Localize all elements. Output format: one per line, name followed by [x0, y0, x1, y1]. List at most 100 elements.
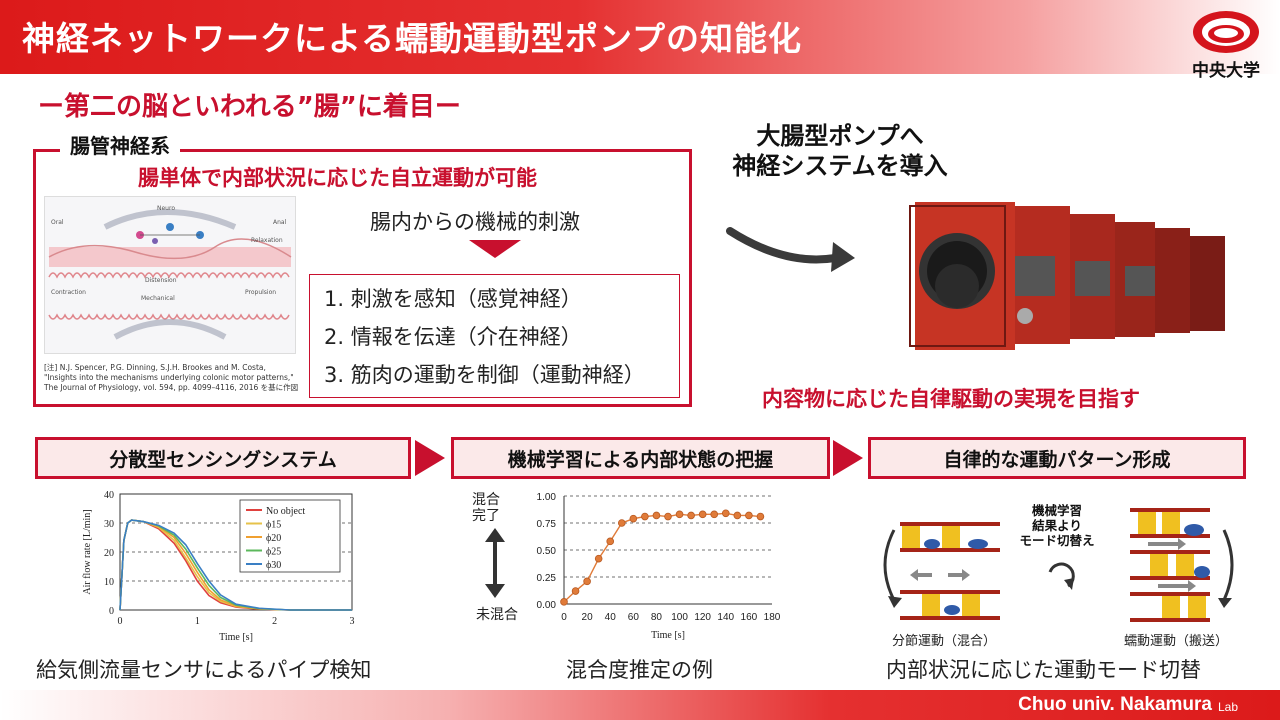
footer-lab-suffix: Lab — [1217, 700, 1238, 714]
peristaltic-pump — [1130, 508, 1210, 622]
x-tick-label: 0 — [561, 612, 567, 623]
y-tick-label: 10 — [104, 577, 114, 588]
data-point — [664, 512, 672, 521]
x-tick-label: 60 — [628, 612, 640, 623]
curved-arrow-icon — [726, 227, 839, 264]
x-axis-label: Time [s] — [651, 630, 685, 641]
chuo-logo-icon — [1193, 11, 1259, 53]
y-tick-label: 30 — [104, 519, 114, 530]
x-tick-label: 80 — [651, 612, 663, 623]
caption-mixing: 混合度推定の例 — [566, 658, 713, 682]
y-tick-label: 0.25 — [537, 573, 557, 584]
x-tick-label: 180 — [764, 612, 781, 623]
footer-bar — [0, 690, 1280, 720]
stage-sensing: 分散型センシングシステム — [35, 437, 411, 479]
step-item: 3. 筋肉の運動を制御（運動神経） — [324, 363, 645, 387]
data-point — [629, 514, 638, 523]
stage-label: 自律的な運動パターン形成 — [943, 448, 1171, 471]
x-tick-label: 20 — [582, 612, 594, 623]
pump-heading-line: 大腸型ポンプへ — [756, 122, 924, 150]
plot-frame — [119, 493, 353, 611]
caption-sensing: 給気側流量センサによるパイプ検知 — [36, 658, 372, 682]
data-point — [721, 509, 730, 518]
series-line — [119, 519, 352, 611]
data-point — [606, 537, 615, 546]
logo-name: 中央大学 — [1192, 61, 1260, 81]
stage-motion: 自律的な運動パターン形成 — [868, 437, 1246, 479]
mode-switch-text: 機械学習 結果より モード切替え — [1012, 503, 1102, 548]
diagram-label-mechanical: Mechanical — [141, 295, 175, 302]
diagram-label-neuro: Neuro — [157, 205, 175, 212]
mixing-label-line: 混合 — [472, 492, 500, 508]
data-point — [756, 512, 765, 521]
y-tick-label: 40 — [104, 490, 114, 501]
segmentation-pump-top — [900, 522, 1000, 552]
legend-entry: No object — [266, 506, 305, 517]
mode-text-line: 機械学習 — [1031, 503, 1082, 518]
y-tick-label: 0.75 — [537, 519, 557, 530]
citation-line: [注] N.J. Spencer, P.G. Dinning, S.J.H. B… — [44, 363, 266, 372]
citation-line: The Journal of Physiology, vol. 594, pp.… — [44, 383, 299, 392]
mode-text-line: モード切替え — [1019, 533, 1095, 548]
subtitle: ー第二の脳といわれる”腸”に着目ー — [38, 92, 461, 122]
footer-lab-name: Chuo univ. Nakamura — [1018, 694, 1212, 715]
series-line — [563, 512, 761, 603]
page-title: 神経ネットワークによる蠕動運動型ポンプの知能化 — [22, 19, 803, 58]
right-arrow-icon — [833, 440, 863, 476]
data-point — [710, 510, 719, 519]
pump-segments — [909, 202, 1225, 350]
y-tick-label: 0.00 — [537, 600, 557, 611]
data-point — [594, 554, 603, 563]
data-point — [675, 510, 684, 519]
peristalsis-label: 蠕動運動（搬送） — [1124, 634, 1229, 649]
title-bar — [0, 0, 1280, 74]
stage-label: 機械学習による内部状態の把握 — [507, 448, 774, 471]
y-tick-label: 20 — [104, 548, 114, 559]
data-point — [698, 510, 707, 519]
stage-label: 分散型センシングシステム — [109, 448, 337, 471]
x-tick-label: 1 — [195, 616, 200, 627]
pump-heading: 大腸型ポンプへ 神経システムを導入 — [700, 121, 980, 181]
data-point — [652, 511, 661, 520]
unmixed-label: 未混合 — [476, 607, 518, 623]
x-tick-label: 0 — [118, 616, 123, 627]
y-tick-label: 0 — [109, 606, 114, 617]
steps-box: 1. 刺激を感知（感覚神経） 2. 情報を伝達（介在神経） 3. 筋肉の運動を制… — [309, 274, 680, 398]
x-tick-label: 2 — [272, 616, 277, 627]
colon-motor-diagram: Oral Neuro Anal Relaxation Contraction D… — [44, 196, 296, 354]
down-arrow-icon — [469, 240, 521, 258]
vertical-double-arrow-icon — [485, 528, 505, 598]
mode-text-line: 結果より — [1032, 518, 1082, 533]
step-item: 2. 情報を伝達（介在神経） — [324, 325, 582, 349]
enteric-system-box — [33, 149, 692, 407]
enteric-system-label: 腸管神経系 — [60, 130, 180, 159]
data-point — [617, 519, 626, 527]
data-point — [733, 511, 742, 520]
stage-ml: 機械学習による内部状態の把握 — [451, 437, 830, 479]
x-tick-label: 40 — [605, 612, 617, 623]
data-point — [687, 511, 695, 520]
y-tick-label: 1.00 — [537, 492, 557, 503]
diagram-label-relaxation: Relaxation — [251, 237, 283, 244]
legend-entry: ϕ20 — [266, 533, 281, 544]
caption-mode: 内部状況に応じた運動モード切替 — [886, 658, 1201, 682]
university-logo: 中央大学 — [1190, 8, 1262, 81]
citation-line: "Insights into the mechanisms underlying… — [44, 373, 294, 382]
data-point — [583, 577, 591, 586]
x-tick-label: 120 — [694, 612, 711, 623]
pump-heading-line: 神経システムを導入 — [732, 152, 948, 180]
data-point — [641, 512, 649, 521]
mode-switch-illustration — [883, 508, 1234, 622]
pump-goal: 内容物に応じた自律駆動の実現を目指す — [762, 387, 1140, 411]
legend-entry: ϕ30 — [266, 560, 281, 571]
data-point — [745, 511, 753, 520]
x-tick-label: 3 — [350, 616, 355, 627]
data-point — [571, 587, 580, 595]
x-axis-label: Time [s] — [219, 632, 253, 643]
mixing-label-line: 完了 — [472, 508, 500, 524]
x-tick-label: 100 — [671, 612, 688, 623]
x-tick-label: 140 — [717, 612, 734, 623]
y-axis-label: Air flow rate [L/min] — [82, 509, 93, 594]
